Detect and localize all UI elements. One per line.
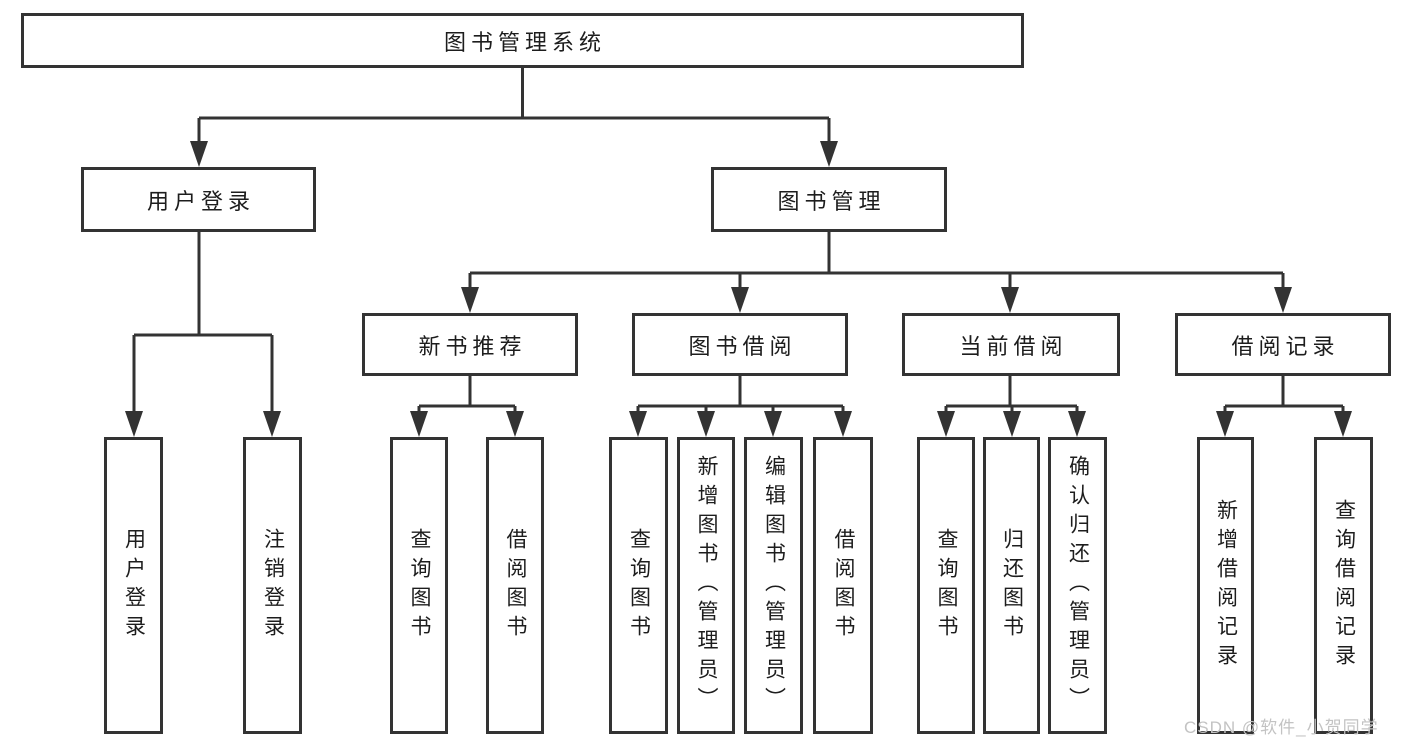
- leaf-return-book: 归还图书: [983, 437, 1040, 734]
- arrowheads: [125, 141, 1352, 437]
- leaf-add-borrow-record: 新增借阅记录: [1197, 437, 1254, 734]
- connector-book-borrow: [636, 376, 845, 414]
- arrow-icon: [125, 411, 143, 437]
- arrow-icon: [1334, 411, 1352, 437]
- connector-book-management: [468, 232, 1285, 290]
- leaf-query-book-borrow: 查询图书: [609, 437, 668, 734]
- node-label: 借阅图书: [832, 527, 855, 644]
- arrow-icon: [731, 287, 749, 313]
- connector-current-borrow: [944, 376, 1079, 414]
- arrow-icon: [937, 411, 955, 437]
- leaf-edit-book-admin: 编辑图书（管理员）: [744, 437, 803, 734]
- node-label: 归还图书: [1000, 527, 1024, 644]
- node-label: 用户登录: [146, 188, 255, 214]
- node-label: 查询图书: [408, 527, 431, 644]
- node-label: 查询图书: [627, 527, 651, 644]
- node-label: 新书推荐: [418, 333, 527, 359]
- node-label: 注销登录: [261, 527, 285, 644]
- arrow-icon: [506, 411, 524, 437]
- node-label: 用户登录: [122, 527, 146, 644]
- node-label: 新增图书（管理员）: [695, 455, 718, 716]
- leaf-borrow-book: 借阅图书: [813, 437, 873, 734]
- node-current-borrow: 当前借阅: [902, 313, 1120, 376]
- node-label: 确认归还（管理员）: [1066, 455, 1090, 716]
- leaf-borrow-book-recommend: 借阅图书: [486, 437, 544, 734]
- node-label: 图书借阅: [688, 333, 797, 359]
- arrow-icon: [263, 411, 281, 437]
- arrow-icon: [410, 411, 428, 437]
- connector-new-book: [417, 376, 517, 414]
- node-label: 借阅图书: [504, 527, 527, 644]
- arrow-icon: [629, 411, 647, 437]
- node-user-login: 用户登录: [81, 167, 316, 232]
- arrow-icon: [764, 411, 782, 437]
- node-book-management: 图书管理: [711, 167, 947, 232]
- leaf-user-login: 用户登录: [104, 437, 163, 734]
- arrow-icon: [820, 141, 838, 167]
- leaf-query-book-current: 查询图书: [917, 437, 975, 734]
- arrow-icon: [1274, 287, 1292, 313]
- node-label: 图书管理系统: [443, 29, 606, 55]
- watermark: CSDN @软件_小贺同学: [1184, 718, 1379, 737]
- leaf-query-book-recommend: 查询图书: [390, 437, 448, 734]
- node-label: 查询借阅记录: [1332, 498, 1356, 673]
- leaf-confirm-return-admin: 确认归还（管理员）: [1048, 437, 1107, 734]
- node-label: 图书管理: [777, 188, 886, 214]
- node-root: 图书管理系统: [21, 13, 1024, 68]
- node-borrow-records: 借阅记录: [1175, 313, 1391, 376]
- node-label: 当前借阅: [959, 333, 1068, 359]
- leaf-add-book-admin: 新增图书（管理员）: [677, 437, 735, 734]
- node-book-borrow: 图书借阅: [632, 313, 848, 376]
- connector-root: [197, 68, 831, 144]
- node-label: 查询图书: [935, 527, 958, 644]
- arrow-icon: [834, 411, 852, 437]
- arrow-icon: [1003, 411, 1021, 437]
- leaf-query-borrow-record: 查询借阅记录: [1314, 437, 1373, 734]
- connector-borrow-records: [1223, 376, 1345, 414]
- connector-user-login: [132, 232, 274, 414]
- node-label: 编辑图书（管理员）: [762, 455, 786, 716]
- arrow-icon: [461, 287, 479, 313]
- arrow-icon: [697, 411, 715, 437]
- node-new-book-recommend: 新书推荐: [362, 313, 578, 376]
- arrow-icon: [190, 141, 208, 167]
- node-label: 新增借阅记录: [1214, 498, 1238, 673]
- arrow-icon: [1068, 411, 1086, 437]
- arrow-icon: [1001, 287, 1019, 313]
- leaf-logout: 注销登录: [243, 437, 302, 734]
- node-label: 借阅记录: [1231, 333, 1340, 359]
- arrow-icon: [1216, 411, 1234, 437]
